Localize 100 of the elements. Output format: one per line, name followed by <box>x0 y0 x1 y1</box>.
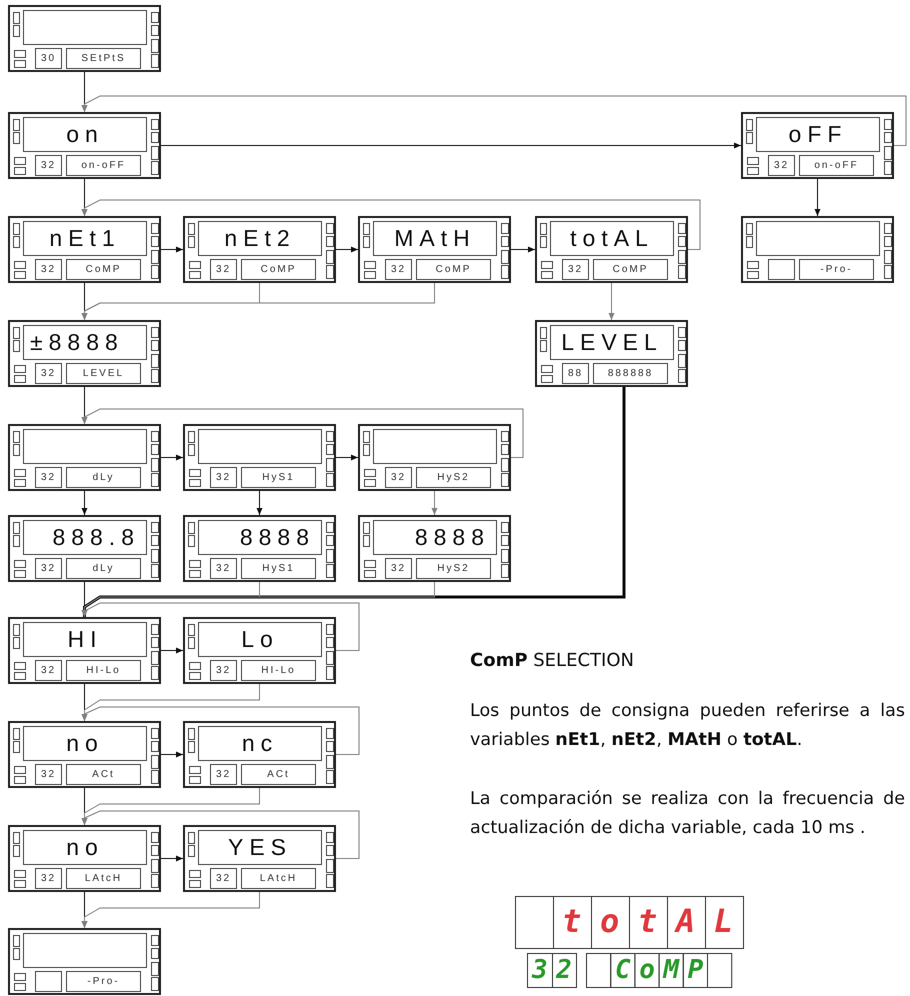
display-value: on <box>23 117 147 152</box>
display-parameter: HyS1 <box>241 558 316 579</box>
section-heading: ComP SELECTION <box>470 650 635 672</box>
display-parameter: HyS2 <box>416 467 491 488</box>
display-code: 32 <box>35 467 62 488</box>
description-text: Los puntos de consigna pueden referirse a las variables nEt1, nEt2, MAtH o totAL. <box>470 700 905 752</box>
display-parameter: -Pro- <box>799 259 874 280</box>
display-value: ±8888 <box>23 325 147 360</box>
panel-display <box>8 320 161 387</box>
connector-arrow <box>160 648 184 654</box>
display-value: oFF <box>756 117 880 152</box>
panel-display <box>8 5 161 72</box>
connector-arrow <box>432 490 438 516</box>
connector-arrow <box>82 490 88 516</box>
display-value: LEVEL <box>550 325 674 360</box>
display-code: 32 <box>210 868 237 889</box>
display-code: 32 <box>35 155 62 176</box>
panel-display <box>8 424 161 491</box>
panel-display <box>8 721 161 788</box>
display-parameter: CoMP <box>416 259 491 280</box>
connector-arrow <box>82 200 700 250</box>
panel-display <box>183 216 336 283</box>
panel-display <box>183 617 336 684</box>
panel-display <box>183 424 336 491</box>
display-code: 32 <box>35 764 62 785</box>
connector-arrow <box>82 810 360 859</box>
connector-arrow <box>814 178 820 216</box>
panel-display <box>183 825 336 892</box>
display-parameter: on-oFF <box>799 155 874 176</box>
display-parameter: on-oFF <box>66 155 141 176</box>
connector-arrow <box>160 142 742 148</box>
display-code: 32 <box>210 764 237 785</box>
display-code: 32 <box>210 660 237 681</box>
connector-arrow <box>608 282 614 320</box>
panel-display <box>535 216 688 283</box>
panel-display <box>8 515 161 582</box>
display-value: 888.8 <box>23 520 147 555</box>
display-value: no <box>23 726 147 761</box>
display-value: no <box>23 830 147 865</box>
connector-arrow <box>256 490 262 516</box>
panel-display <box>8 216 161 283</box>
display-code: 32 <box>35 558 62 579</box>
display-parameter: ACt <box>241 764 316 785</box>
display-parameter: -Pro- <box>66 971 141 992</box>
display-value: nEt2 <box>198 221 322 256</box>
display-code: 88 <box>562 363 589 384</box>
connector-arrow <box>82 96 906 146</box>
display-value: 8888 <box>373 520 497 555</box>
display-parameter: dLy <box>66 558 141 579</box>
display-value: 8888 <box>198 520 322 555</box>
display-parameter: LEVEL <box>66 363 141 384</box>
panel-display <box>8 617 161 684</box>
panel-display <box>741 112 894 179</box>
panel-display <box>535 320 688 387</box>
display-parameter: LAtcH <box>66 868 141 889</box>
display-value: Lo <box>198 622 322 657</box>
display-code: 32 <box>35 259 62 280</box>
display-parameter: HI-Lo <box>241 660 316 681</box>
panel-display <box>358 424 511 491</box>
display-value: MAtH <box>373 221 497 256</box>
panel-display <box>358 515 511 582</box>
display-code: 32 <box>35 660 62 681</box>
display-code: 32 <box>210 558 237 579</box>
panel-display <box>358 216 511 283</box>
connector-arrow <box>510 246 536 252</box>
display-value: HI <box>23 622 147 657</box>
display-parameter: 888888 <box>593 363 668 384</box>
display-parameter: HyS2 <box>416 558 491 579</box>
connector-arrow <box>82 706 360 755</box>
display-code: 32 <box>385 558 412 579</box>
connector-arrow <box>82 602 360 651</box>
panel-display <box>8 112 161 179</box>
panel-display <box>183 721 336 788</box>
display-parameter: SEtPtS <box>66 48 141 69</box>
display-code: 32 <box>768 155 795 176</box>
display-parameter: dLy <box>66 467 141 488</box>
panel-display <box>741 216 894 283</box>
connector-arrow <box>160 454 184 460</box>
connector-arrow <box>336 246 358 252</box>
connector-arrow <box>82 892 260 928</box>
connector-arrow <box>82 408 524 458</box>
display-code: 30 <box>35 48 62 69</box>
description-text: La comparación se realiza con la frecuencia de actualización de dicha variable, cada 10 ms . <box>470 788 905 840</box>
connector-arrow <box>160 856 184 862</box>
display-code: 32 <box>385 467 412 488</box>
panel-display <box>8 825 161 892</box>
panel-display <box>8 928 161 995</box>
connector-arrow <box>160 246 184 252</box>
display-code: 32 <box>210 259 237 280</box>
connector-arrow <box>82 282 435 320</box>
display-code: 32 <box>385 259 412 280</box>
display-code: 32 <box>35 363 62 384</box>
display-parameter: CoMP <box>241 259 316 280</box>
display-code: 32 <box>210 467 237 488</box>
display-value: totAL <box>550 221 674 256</box>
display-parameter: HI-Lo <box>66 660 141 681</box>
connector-arrow <box>82 387 626 617</box>
display-parameter: HyS1 <box>241 467 316 488</box>
display-code: 32 <box>35 868 62 889</box>
display-parameter: ACt <box>66 764 141 785</box>
